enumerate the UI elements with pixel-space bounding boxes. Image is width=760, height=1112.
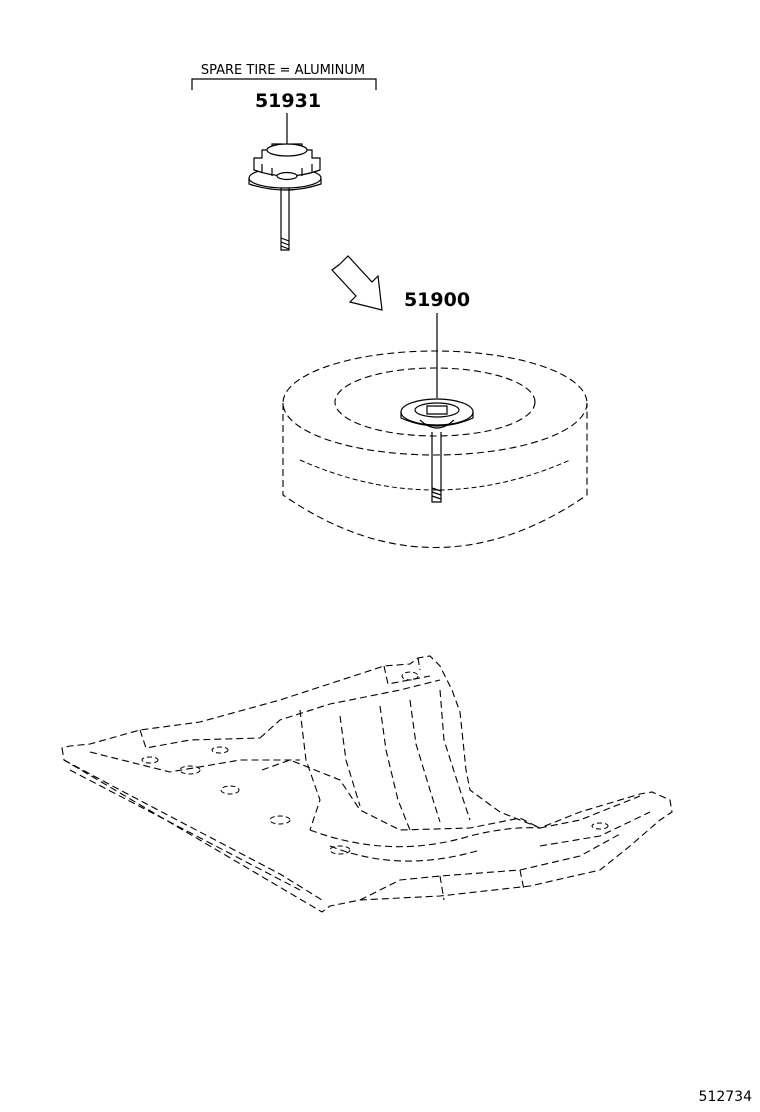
spare-tire-note: SPARE TIRE = ALUMINUM [201, 63, 365, 78]
illustration-id: 512734 [699, 1089, 753, 1105]
bracket-line [191, 78, 377, 90]
note-bracket: SPARE TIRE = ALUMINUM [191, 63, 377, 90]
hold-down-nut-icon[interactable] [248, 143, 322, 251]
direction-arrow-icon [331, 255, 383, 311]
spare-tire-icon [282, 350, 588, 548]
part-number-51900[interactable]: 51900 [404, 289, 470, 311]
carrier-bolt-icon[interactable] [400, 398, 474, 503]
part-number-51931[interactable]: 51931 [255, 90, 321, 112]
floor-pan-icon [61, 655, 673, 913]
